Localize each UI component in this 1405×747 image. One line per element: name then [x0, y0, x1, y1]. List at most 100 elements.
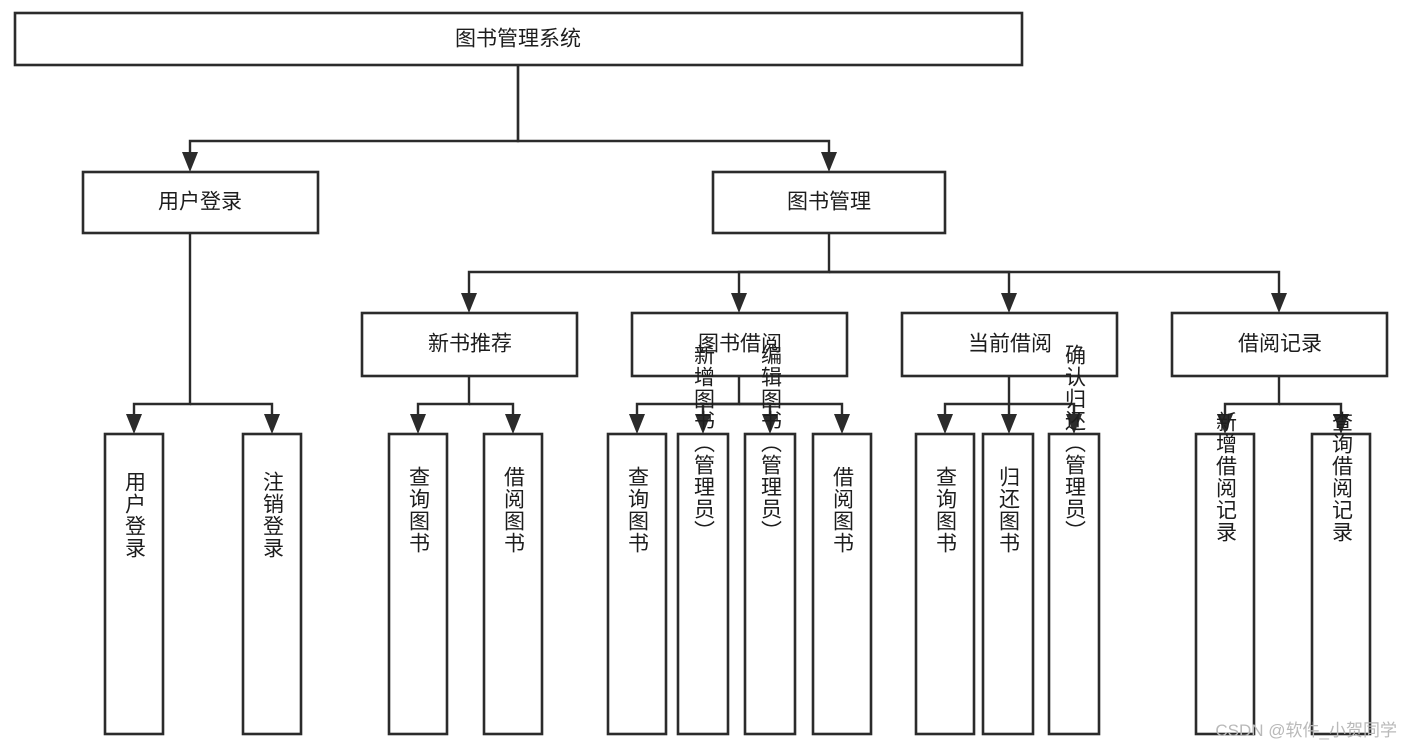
arrowhead-query-record	[1333, 414, 1349, 434]
node-leaf-return-book[interactable]: 归还图书	[981, 432, 1035, 736]
node-leaf-borrow-query-book-box	[606, 432, 668, 736]
arrowhead-new-book-rec	[461, 293, 477, 313]
connector-currentborrow-leaf1	[943, 376, 1011, 424]
arrowhead-rec-borrow-book	[505, 414, 521, 434]
node-leaf-borrow-book[interactable]: 借阅图书	[811, 432, 873, 736]
connector-bookmanage-newbook	[467, 233, 831, 303]
connector-userlogin-leaf2	[190, 402, 274, 424]
node-borrow-record-box	[1170, 311, 1389, 378]
node-new-book-rec-box	[360, 311, 579, 378]
node-root-system[interactable]: 图书管理系统	[13, 11, 1024, 67]
node-leaf-confirm-return-box	[1047, 432, 1101, 736]
node-leaf-rec-borrow-book[interactable]: 借阅图书	[482, 432, 544, 736]
arrowhead-book-manage	[821, 152, 837, 172]
node-leaf-borrow-book-label: 借阅图书	[831, 466, 855, 554]
node-leaf-add-record[interactable]: 新增借阅记录	[1194, 411, 1256, 736]
node-current-borrow-label: 当前借阅	[968, 333, 1052, 356]
arrowhead-cur-query-book	[937, 414, 953, 434]
node-user-login-box	[81, 170, 320, 235]
connector-userlogin-leaf1	[132, 233, 192, 424]
node-leaf-rec-query-book-label: 查询图书	[407, 466, 431, 554]
node-current-borrow[interactable]: 当前借阅	[900, 311, 1119, 378]
arrowhead-add-book	[695, 414, 711, 434]
node-leaf-confirm-return[interactable]: 确认归还（管理员）	[1047, 344, 1101, 736]
node-leaf-borrow-book-box	[811, 432, 873, 736]
arrowhead-leaf-user-login	[126, 414, 142, 434]
connectors-root-to-level2	[182, 65, 837, 172]
node-leaf-cur-query-book-box	[914, 432, 976, 736]
node-leaf-cur-query-book-label: 查询图书	[934, 466, 958, 554]
node-leaf-user-logout-label: 注销登录	[261, 471, 285, 559]
node-book-manage[interactable]: 图书管理	[711, 170, 947, 235]
node-leaf-edit-book-box	[743, 432, 797, 736]
node-leaf-edit-book-label: 编辑图书（管理员）	[759, 344, 783, 542]
node-leaf-borrow-query-book[interactable]: 查询图书	[606, 432, 668, 736]
node-leaf-rec-borrow-book-label: 借阅图书	[502, 466, 526, 554]
arrowhead-confirm-return	[1066, 414, 1082, 434]
arrowhead-book-borrow	[731, 293, 747, 313]
connector-root-user-login	[188, 65, 520, 162]
node-current-borrow-box	[900, 311, 1119, 378]
connector-bookborrow-leaf1	[635, 376, 741, 424]
node-leaf-add-book-label: 新增图书（管理员）	[692, 344, 716, 542]
node-book-manage-label: 图书管理	[787, 191, 871, 214]
node-leaf-rec-query-book[interactable]: 查询图书	[387, 432, 449, 736]
csdn-watermark: CSDN @软件_小贺同学	[1215, 721, 1397, 740]
node-root-system-box	[13, 11, 1024, 67]
node-book-borrow[interactable]: 图书借阅	[630, 311, 849, 378]
connector-bookmanage-bookborrow	[737, 270, 829, 303]
node-leaf-add-book[interactable]: 新增图书（管理员）	[676, 344, 730, 736]
node-leaf-query-record-label: 查询借阅记录	[1330, 411, 1354, 543]
arrowhead-return-book	[1001, 414, 1017, 434]
node-book-manage-box	[711, 170, 947, 235]
node-user-login-label: 用户登录	[158, 191, 242, 214]
arrowhead-add-record	[1217, 414, 1233, 434]
node-leaf-query-record-box	[1310, 432, 1372, 736]
node-leaf-user-login-box	[103, 432, 165, 736]
node-book-borrow-label: 图书借阅	[698, 333, 782, 356]
connector-bookmanage-borrowrecord	[829, 270, 1281, 303]
arrowhead-user-login	[182, 152, 198, 172]
node-leaf-edit-book[interactable]: 编辑图书（管理员）	[743, 344, 797, 736]
connector-newbook-leaf1	[416, 376, 471, 424]
node-new-book-rec[interactable]: 新书推荐	[360, 311, 579, 378]
arrowhead-edit-book	[762, 414, 778, 434]
connectors-newbook-to-leaves	[410, 376, 521, 434]
node-leaf-rec-borrow-book-box	[482, 432, 544, 736]
node-new-book-rec-label: 新书推荐	[428, 333, 512, 356]
arrowhead-leaf-user-logout	[264, 414, 280, 434]
node-leaf-query-record[interactable]: 查询借阅记录	[1310, 411, 1372, 736]
node-leaf-add-record-box	[1194, 432, 1256, 736]
connectors-borrowrecord-to-leaves	[1217, 376, 1349, 434]
node-book-borrow-box	[630, 311, 849, 378]
node-leaf-user-logout[interactable]: 注销登录	[241, 432, 303, 736]
connector-root-book-manage	[516, 65, 831, 162]
node-user-login[interactable]: 用户登录	[81, 170, 320, 235]
arrowhead-current-borrow	[1001, 293, 1017, 313]
node-root-system-label: 图书管理系统	[455, 28, 581, 51]
node-leaf-rec-query-book-box	[387, 432, 449, 736]
connector-bookmanage-currentborrow	[829, 270, 1011, 303]
node-leaf-user-login[interactable]: 用户登录	[103, 432, 165, 736]
arrowhead-borrow-record	[1271, 293, 1287, 313]
connectors-user-login-to-leaves	[126, 233, 280, 434]
node-leaf-user-login-label: 用户登录	[123, 471, 147, 559]
connectors-bookborrow-to-leaves	[629, 376, 850, 434]
node-leaf-confirm-return-label: 确认归还（管理员）	[1063, 344, 1087, 542]
connectors-bookmanage-to-level3	[461, 233, 1287, 313]
arrowhead-rec-query-book	[410, 414, 426, 434]
node-borrow-record[interactable]: 借阅记录	[1170, 311, 1389, 378]
node-leaf-return-book-box	[981, 432, 1035, 736]
connector-bookborrow-leaf4	[739, 402, 844, 424]
node-borrow-record-label: 借阅记录	[1238, 333, 1322, 356]
arrowhead-borrow-query-book	[629, 414, 645, 434]
node-leaf-cur-query-book[interactable]: 查询图书	[914, 432, 976, 736]
node-leaf-add-book-box	[676, 432, 730, 736]
node-leaf-return-book-label: 归还图书	[997, 466, 1021, 554]
node-leaf-borrow-query-book-label: 查询图书	[626, 466, 650, 554]
arrowhead-borrow-book	[834, 414, 850, 434]
connectors-currentborrow-to-leaves	[937, 376, 1082, 434]
node-leaf-user-logout-box	[241, 432, 303, 736]
